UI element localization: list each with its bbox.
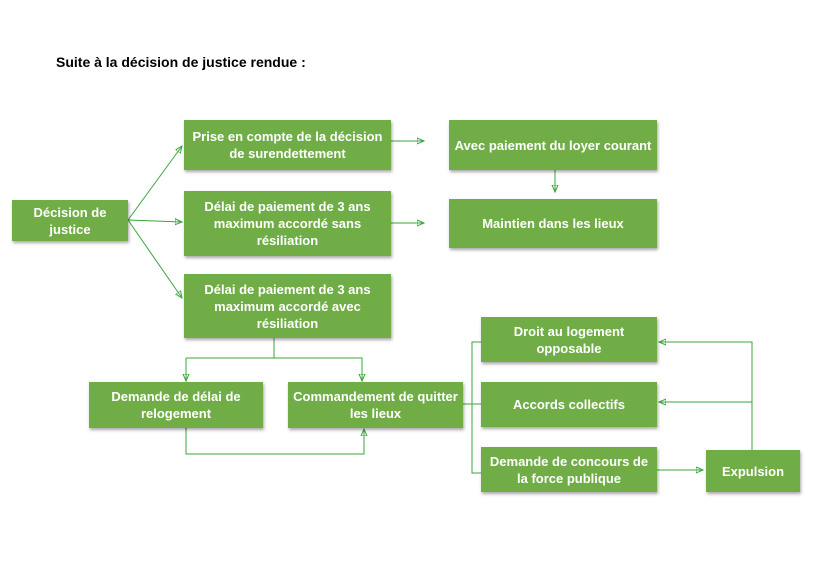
bracket-right-column [471,341,481,474]
node-expulsion: Expulsion [706,450,800,492]
node-maintien: Maintien dans les lieux [449,199,657,248]
split-delai-avec [186,338,275,359]
node-decision-justice: Décision de justice [12,200,128,241]
node-commandement: Commandement de quitter les lieux [288,382,463,428]
node-delai-avec-resiliation: Délai de paiement de 3 ans maximum accor… [184,274,391,338]
node-demande-delai-relogement: Demande de délai de relogement [89,382,263,428]
node-concours-force-publique: Demande de concours de la force publique [481,447,657,492]
split-to-commandement [274,357,362,381]
node-accords-collectifs: Accords collectifs [481,382,657,427]
node-prise-en-compte: Prise en compte de la décision de surend… [184,120,391,170]
link-demande-commandement [186,429,364,455]
arrow-decision-to-delai-avec [127,219,182,298]
arrow-decision-to-delai-sans [127,220,182,222]
node-dalo: Droit au logement opposable [481,317,657,362]
feedback-expulsion [659,342,753,450]
node-delai-sans-resiliation: Délai de paiement de 3 ans maximum accor… [184,191,391,256]
arrow-decision-to-prise [127,146,182,221]
node-avec-paiement: Avec paiement du loyer courant [449,120,657,170]
page-title: Suite à la décision de justice rendue : [56,54,306,70]
